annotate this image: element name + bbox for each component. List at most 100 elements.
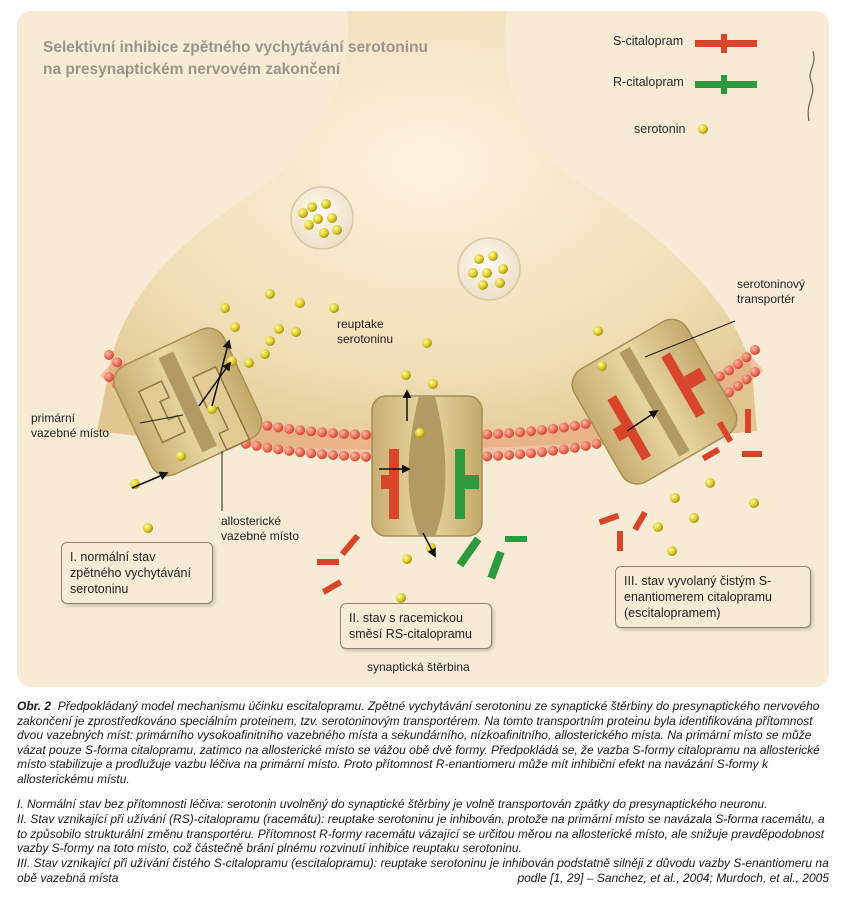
legend-serotonin-label: serotonin bbox=[634, 122, 686, 136]
serotonin-dot bbox=[670, 493, 680, 503]
synapse-illustration bbox=[97, 11, 764, 603]
serotonin-dot bbox=[329, 303, 339, 313]
legend-r-swatch bbox=[695, 75, 757, 94]
lipid-bead bbox=[724, 365, 734, 376]
lipid-bead bbox=[569, 442, 580, 453]
lipid-bead bbox=[317, 427, 328, 438]
legend-s-swatch bbox=[695, 34, 757, 53]
lipid-bead bbox=[580, 440, 591, 451]
serotonin-dot bbox=[478, 280, 488, 290]
serotonin-dot bbox=[401, 370, 411, 380]
serotonin-dot bbox=[402, 554, 412, 564]
serotonin-dot bbox=[474, 254, 484, 264]
lipid-bead bbox=[493, 428, 504, 439]
lipid-bead bbox=[350, 429, 360, 440]
serotonin-dot bbox=[230, 322, 240, 332]
serotonin-dot bbox=[220, 303, 230, 313]
caption-item-3-text: III. Stav vznikající při užívání čistého… bbox=[17, 856, 829, 885]
lipid-bead bbox=[741, 352, 752, 363]
serotonin-dot bbox=[291, 327, 301, 337]
lipid-bead bbox=[112, 357, 123, 368]
lipid-bead bbox=[558, 422, 569, 433]
lipid-bead bbox=[104, 350, 114, 360]
lipid-bead bbox=[750, 345, 760, 355]
lipid-bead bbox=[284, 445, 295, 456]
lipid-bead bbox=[504, 450, 515, 461]
lipid-bead bbox=[273, 422, 284, 433]
lipid-bead bbox=[733, 381, 743, 391]
serotonin-dot bbox=[207, 404, 217, 414]
lipid-bead bbox=[526, 448, 537, 459]
lipid-bead bbox=[306, 426, 317, 437]
lipid-bead bbox=[714, 371, 725, 382]
serotonin-dot bbox=[295, 298, 305, 308]
lipid-bead bbox=[580, 418, 591, 429]
caption-figure-label: Obr. 2 bbox=[17, 699, 52, 713]
serotonin-dot bbox=[653, 522, 663, 532]
title-line-1: Selektivní inhibice zpětného vychytávání… bbox=[43, 39, 429, 56]
serotonin-dot bbox=[265, 289, 275, 299]
lipid-bead bbox=[361, 429, 371, 440]
label-allosteric-site: allosterické vazebné místo bbox=[221, 514, 300, 543]
lipid-bead bbox=[295, 425, 306, 436]
title-line-2: na presynaptickém nervovém zakončení bbox=[43, 61, 341, 78]
lipid-bead bbox=[339, 428, 349, 439]
free-r-citalopram bbox=[456, 536, 527, 580]
label-cleft: synaptická štěrbina bbox=[367, 660, 470, 674]
lipid-bead bbox=[515, 449, 526, 460]
lipid-bead bbox=[548, 423, 558, 434]
lipid-bead bbox=[558, 444, 569, 455]
lipid-bead bbox=[515, 427, 526, 438]
serotonin-dot bbox=[265, 336, 275, 346]
label-primary-site: primární vazebné místo bbox=[31, 411, 110, 440]
serotonin-dot bbox=[143, 523, 153, 533]
serotonin-dot bbox=[749, 498, 759, 508]
lipid-bead bbox=[295, 447, 306, 458]
lipid-bead bbox=[361, 451, 371, 462]
serotonin-dot bbox=[597, 361, 607, 371]
serotonin-dot bbox=[468, 268, 478, 278]
lipid-bead bbox=[339, 450, 349, 461]
serotonin-dot bbox=[176, 451, 186, 461]
serotonin-dot bbox=[260, 349, 270, 359]
serotonin-dot bbox=[298, 208, 308, 218]
serotonin-dot bbox=[495, 278, 505, 288]
serotonin-dot bbox=[321, 199, 331, 209]
caption-main: Obr. 2 Předpokládaný model mechanismu úč… bbox=[17, 699, 829, 787]
lipid-bead bbox=[328, 428, 338, 439]
signature-icon bbox=[807, 50, 815, 122]
serotonin-dot bbox=[488, 251, 498, 261]
lipid-bead bbox=[262, 442, 273, 453]
signature-mark bbox=[803, 41, 823, 131]
lipid-bead bbox=[526, 426, 537, 437]
serotonin-dot bbox=[313, 214, 323, 224]
label-transporter: serotoninový transportér bbox=[737, 277, 806, 306]
lipid-bead bbox=[504, 428, 515, 439]
serotonin-dot bbox=[667, 546, 677, 556]
serotonin-dot bbox=[415, 428, 425, 438]
lipid-bead bbox=[317, 449, 328, 460]
lipid-bead bbox=[328, 450, 338, 461]
serotonin-dot bbox=[319, 228, 329, 238]
lipid-bead bbox=[284, 423, 295, 434]
serotonin-dot bbox=[422, 338, 432, 348]
caption-item-1: I. Normální stav bez přítomnosti léčiva:… bbox=[17, 797, 768, 811]
transporter-state3 bbox=[571, 318, 738, 485]
lipid-bead bbox=[591, 438, 602, 449]
serotonin-dot bbox=[327, 213, 337, 223]
serotonin-dot bbox=[705, 478, 715, 488]
lipid-bead bbox=[750, 367, 760, 377]
state3-box: III. stav vyvolaný čistým S-enantiomerem… bbox=[615, 566, 811, 628]
caption-item-3: III. Stav vznikající při užívání čistého… bbox=[17, 856, 829, 885]
vesicle-serotonin bbox=[298, 199, 508, 290]
serotonin-dot bbox=[307, 202, 317, 212]
lipid-bead bbox=[537, 425, 547, 436]
lipid-bead bbox=[306, 448, 317, 459]
serotonin-dot bbox=[304, 220, 314, 230]
lipid-bead bbox=[251, 440, 262, 451]
lipid-bead bbox=[537, 447, 547, 458]
lipid-bead bbox=[350, 451, 360, 462]
legend-serotonin-dot bbox=[698, 124, 708, 134]
lipid-bead bbox=[548, 445, 558, 456]
lipid-bead bbox=[273, 444, 284, 455]
